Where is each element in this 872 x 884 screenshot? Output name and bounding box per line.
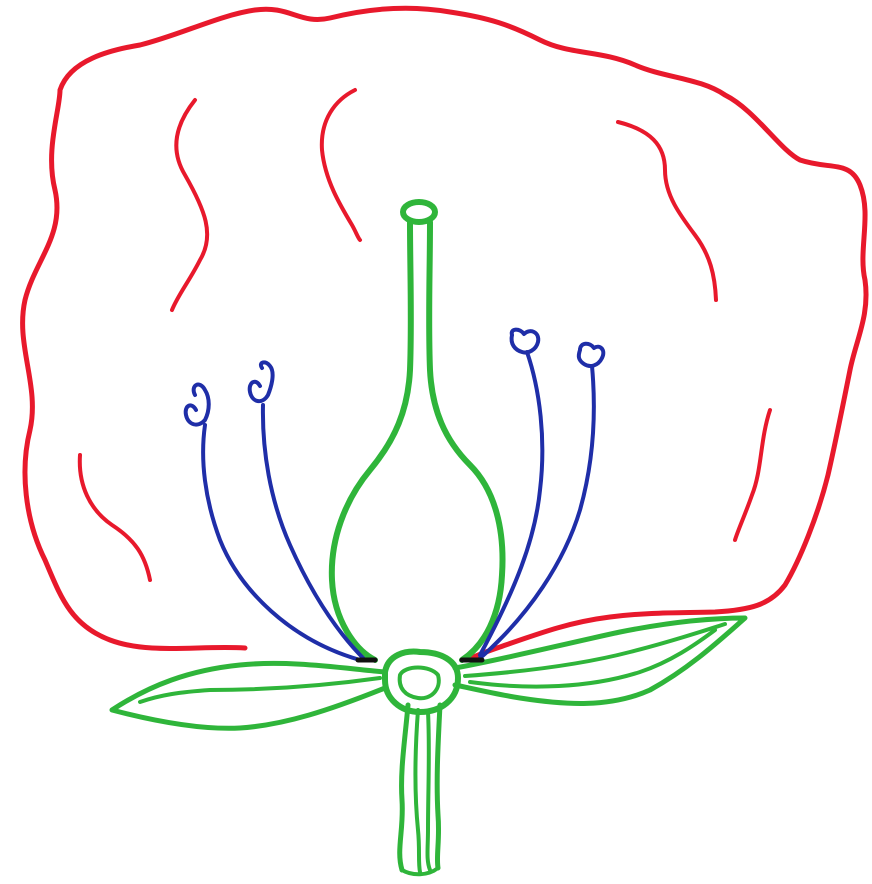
style-right xyxy=(429,222,502,660)
stalk-inner-1 xyxy=(415,710,420,872)
receptacle-inner xyxy=(400,668,439,699)
petal-vein-1 xyxy=(172,100,207,310)
pistil xyxy=(332,202,503,660)
stigma xyxy=(403,202,435,222)
stamen-anther-1 xyxy=(186,385,209,425)
petal-vein-3 xyxy=(618,122,716,300)
sepal-left-vein xyxy=(140,678,380,702)
receptacle xyxy=(385,652,458,712)
stamens xyxy=(186,330,604,660)
stamen-filament-2 xyxy=(263,405,365,660)
stamen-anther-3 xyxy=(512,330,539,353)
stalk xyxy=(385,652,458,875)
sepal-left xyxy=(112,663,385,728)
stamen-anther-4 xyxy=(579,344,603,366)
petal-outline xyxy=(23,8,866,660)
petal-vein-2 xyxy=(322,90,360,240)
petal-vein-4 xyxy=(80,455,150,580)
stamen-anther-2 xyxy=(250,362,273,401)
petal-vein-5 xyxy=(735,410,770,540)
stalk-inner-2 xyxy=(428,712,431,870)
stalk-right xyxy=(437,705,440,868)
style-left xyxy=(332,222,411,660)
stamen-filament-3 xyxy=(480,352,542,655)
stalk-left xyxy=(400,705,408,870)
petal xyxy=(23,8,866,660)
